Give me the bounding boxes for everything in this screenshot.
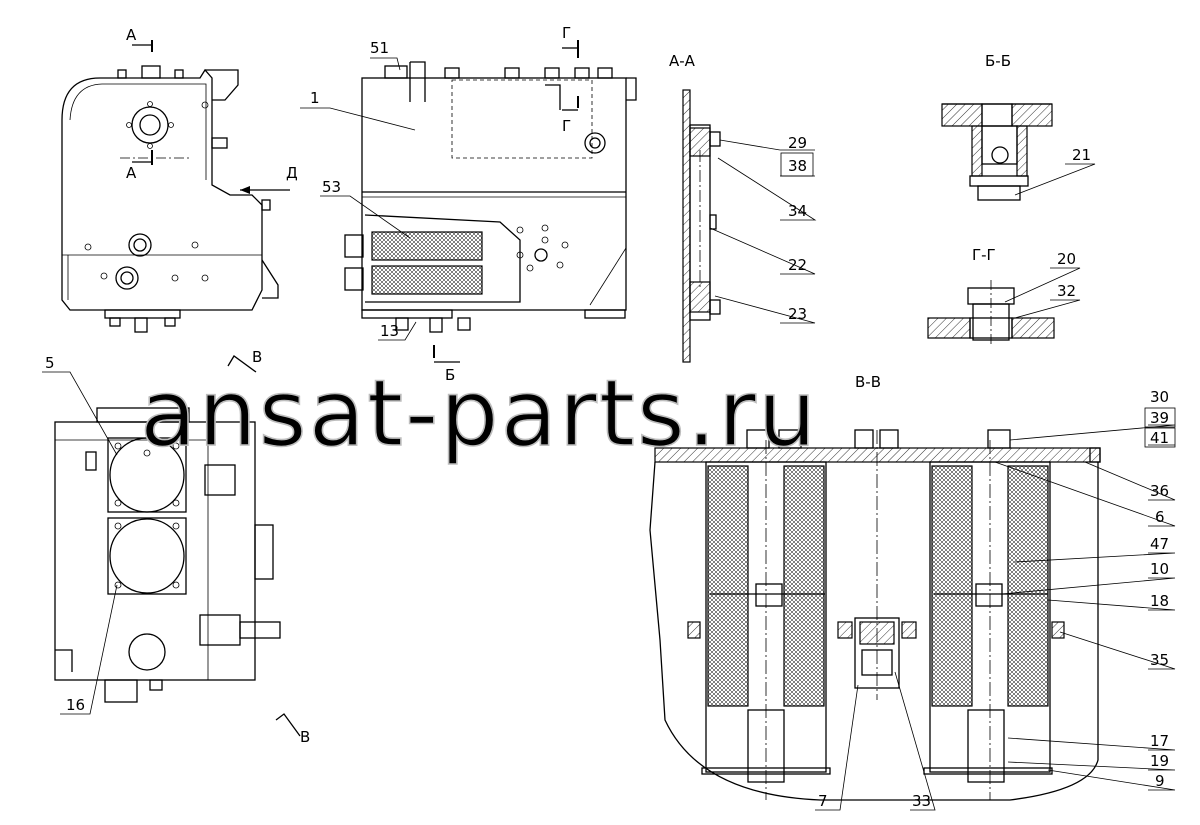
callout-29: 29 (788, 134, 807, 152)
callout-1: 1 (310, 89, 320, 107)
callout-5: 5 (45, 354, 55, 372)
callout-39: 39 (1150, 409, 1169, 427)
callout-17: 17 (1150, 732, 1169, 750)
callout-19: 19 (1150, 752, 1169, 770)
side-view (61, 40, 290, 333)
callout-47: 47 (1150, 535, 1169, 553)
callout-35: 35 (1150, 651, 1169, 669)
section-g-g (927, 280, 1055, 345)
callout-36: 36 (1150, 482, 1169, 500)
cut-mark-a-top: А (126, 26, 137, 44)
front-view (344, 40, 637, 363)
section-title-v-v: В-В (855, 373, 881, 391)
cut-mark-a-bottom: А (126, 164, 137, 182)
section-b-b (941, 103, 1053, 201)
callout-33: 33 (912, 792, 931, 810)
watermark: ansat-parts.ru (140, 360, 818, 467)
callout-23: 23 (788, 305, 807, 323)
leader-lines (42, 57, 1176, 811)
callout-51: 51 (370, 39, 389, 57)
callout-53: 53 (322, 178, 341, 196)
callout-22: 22 (788, 256, 807, 274)
callout-38: 38 (788, 157, 807, 175)
callout-7: 7 (818, 792, 828, 810)
callout-41: 41 (1150, 429, 1169, 447)
callout-10: 10 (1150, 560, 1169, 578)
section-title-b-b: Б-Б (985, 52, 1011, 70)
callout-18: 18 (1150, 592, 1169, 610)
plan-view (54, 355, 301, 737)
callout-16: 16 (66, 696, 85, 714)
cut-mark-g-mid: Г (562, 117, 571, 135)
cut-mark-g-top: Г (562, 24, 571, 42)
callout-30: 30 (1150, 388, 1169, 406)
callout-32: 32 (1057, 282, 1076, 300)
callout-21: 21 (1072, 146, 1091, 164)
cut-mark-v-bottom: В (300, 728, 310, 746)
callout-6: 6 (1155, 508, 1165, 526)
cut-mark-v-top: В (252, 348, 262, 366)
cut-mark-b: Б (445, 366, 455, 384)
callout-13: 13 (380, 322, 399, 340)
section-v-v (649, 429, 1101, 801)
callout-34: 34 (788, 202, 807, 220)
section-title-g-g: Г-Г (972, 246, 996, 264)
cut-mark-d: Д (286, 164, 298, 182)
section-a-a (682, 89, 721, 363)
section-title-a-a: А-А (669, 52, 696, 70)
callout-9: 9 (1155, 772, 1165, 790)
callout-20: 20 (1057, 250, 1076, 268)
